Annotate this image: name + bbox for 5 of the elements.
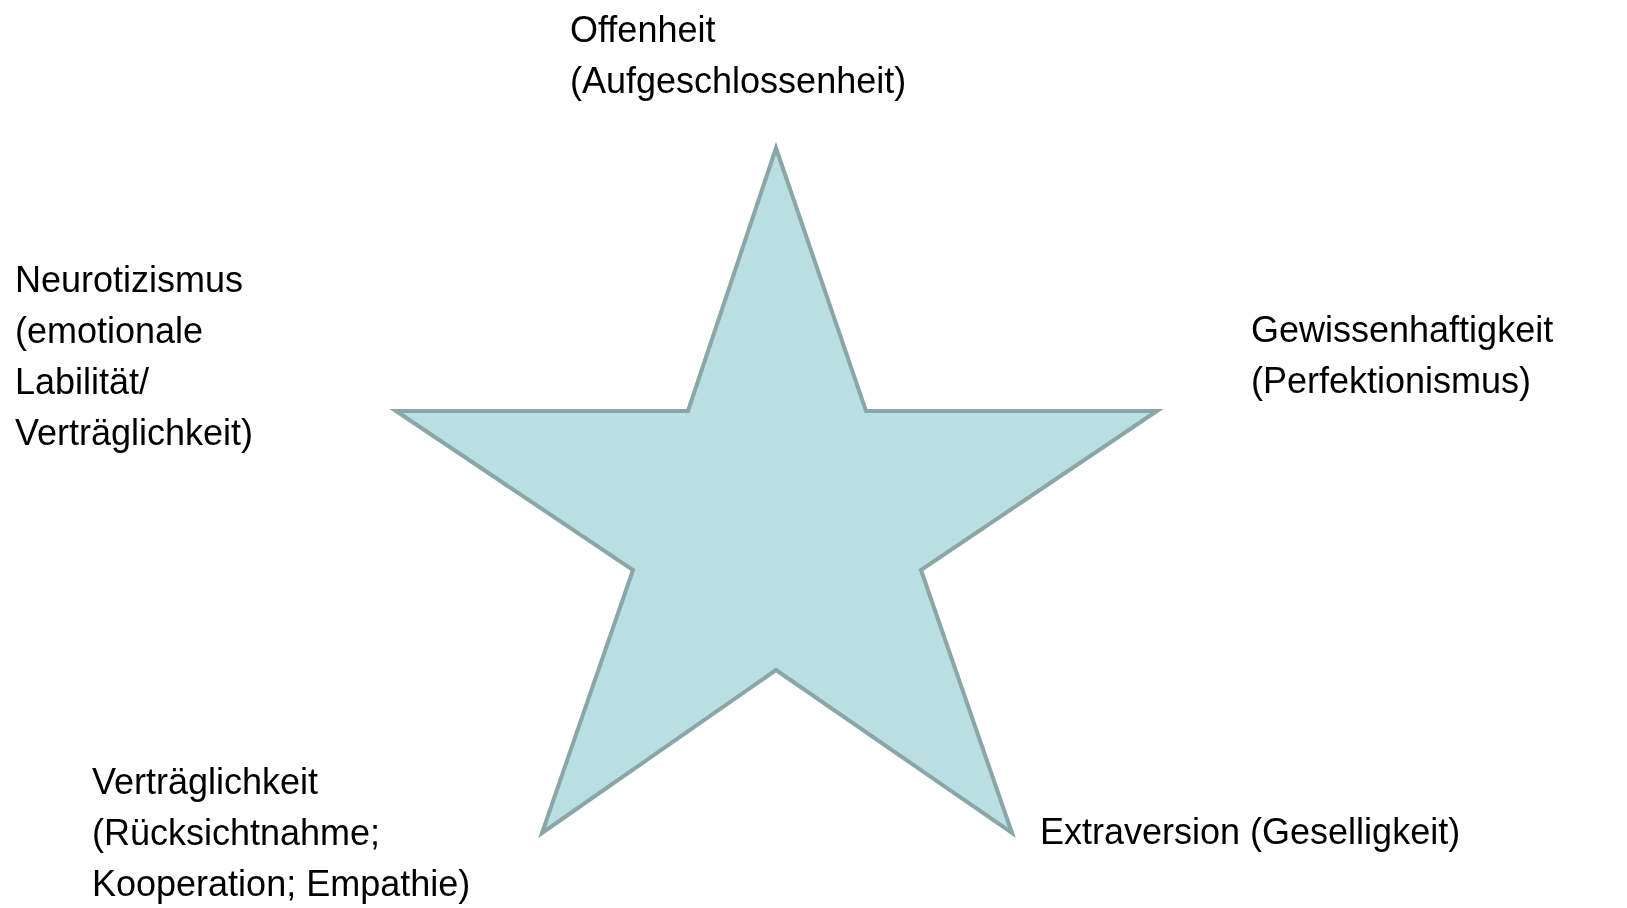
- trait-label: Gewissenhaftigkeit (Perfektionismus): [1251, 308, 1555, 403]
- trait-label: Offenheit (Aufgeschlossenheit): [570, 8, 908, 103]
- trait-label: Neurotizismus (emotionale Labilität/ Verträglichkeit): [15, 258, 255, 455]
- trait-label: Extraversion (Geselligkeit): [1040, 810, 1461, 854]
- trait-label: Verträglichkeit (Rücksichtnahme; Kooperation; Empathie): [92, 760, 472, 906]
